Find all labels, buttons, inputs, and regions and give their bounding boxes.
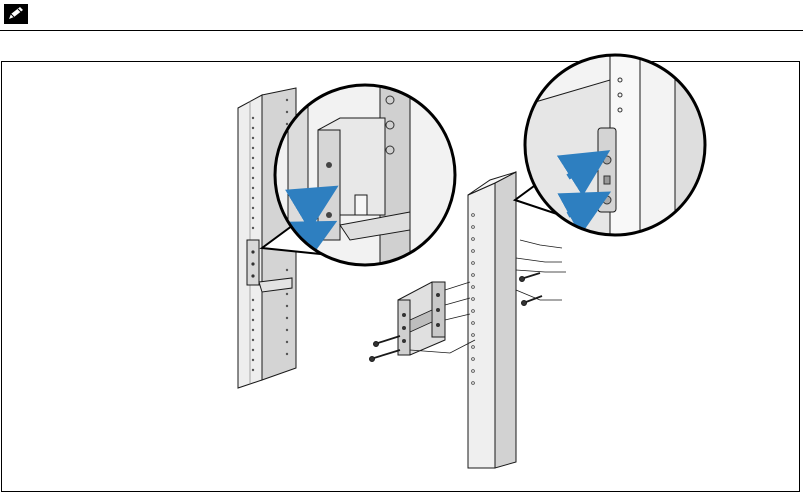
rail-mounting-bracket	[398, 282, 445, 355]
right-zoom-callout	[525, 55, 705, 235]
right-rack-post	[468, 172, 516, 468]
left-zoom-callout	[275, 85, 455, 265]
